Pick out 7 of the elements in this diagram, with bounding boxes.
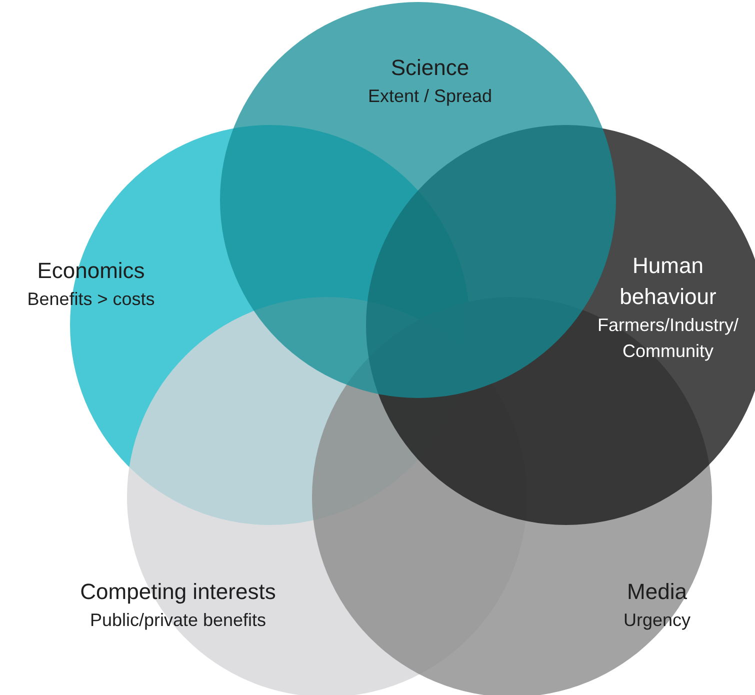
circle-title: Media (626, 578, 688, 606)
circle-subtitle: Public/private benefits (88, 609, 268, 632)
circle-title: Human behaviour (618, 252, 718, 311)
circle-subtitle: Farmers/Industry/ Community (596, 314, 740, 363)
circle-subtitle: Extent / Spread (366, 85, 494, 108)
circle-title: Competing interests (79, 578, 277, 606)
circle-title: Science (390, 54, 470, 82)
